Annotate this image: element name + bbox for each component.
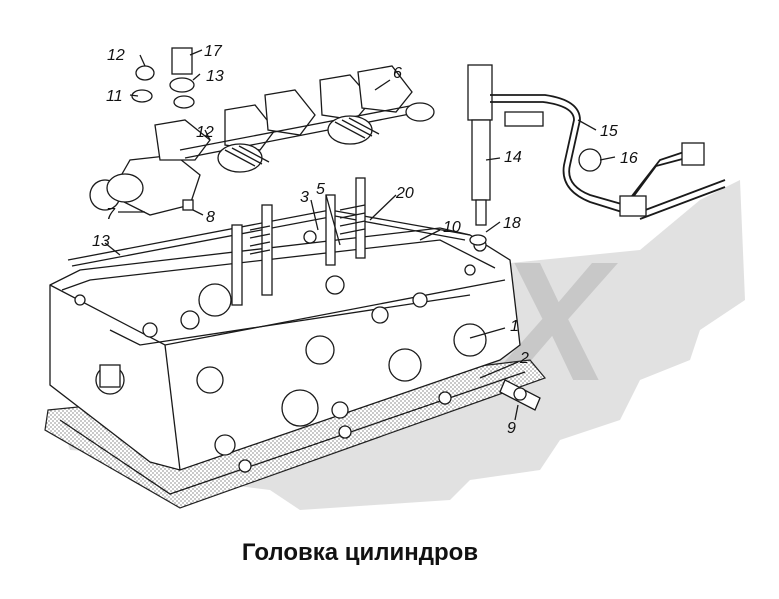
callout-labels: 1 2 3 5 6 7 8 9 10 11 12 12 13 13 14 15 … [92,43,638,437]
callout-15: 15 [600,123,618,140]
nuts-washers [131,47,195,109]
fuel-injector [467,64,493,246]
cylinder-head-block [49,227,521,471]
callout-13a: 13 [206,68,224,85]
callout-10: 10 [443,219,461,236]
callout-16: 16 [620,150,638,167]
callout-1: 1 [510,318,519,335]
valves [231,177,366,306]
callout-9: 9 [507,420,516,437]
callout-5: 5 [316,181,325,198]
fuel-lines [490,94,726,220]
diagram-title: Головка цилиндров [242,539,478,566]
callout-12a: 12 [107,47,125,64]
callout-8: 8 [206,209,215,226]
callout-20: 20 [395,185,414,202]
callout-17: 17 [204,43,223,60]
callout-12b: 12 [196,124,214,141]
callout-3: 3 [300,189,309,206]
callout-2: 2 [519,350,529,367]
callout-13b: 13 [92,233,110,250]
stud-bolt [499,379,541,411]
callout-7: 7 [106,206,116,223]
callout-14: 14 [504,149,522,166]
callout-18: 18 [503,215,521,232]
rocker-arm-assembly [89,65,435,216]
leader-lines [104,49,616,421]
callout-6: 6 [393,65,402,82]
callout-11: 11 [106,88,123,105]
